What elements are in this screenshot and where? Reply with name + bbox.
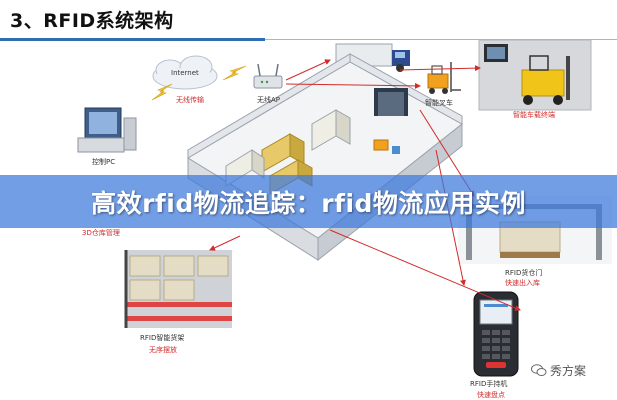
title-underline-thin (265, 39, 617, 40)
watermark: 秀方案 (531, 362, 586, 379)
wechat-icon (531, 364, 547, 376)
mgmt3d-label: 3D仓库管理 (82, 229, 120, 237)
router-icon (253, 63, 283, 89)
wireless-label: 无线传输 (176, 96, 204, 104)
vehicle-terminal-photo (478, 39, 592, 111)
forklift-icon (427, 62, 461, 94)
gate-label: RFID货仓门 (505, 269, 543, 277)
car-terminal-label: 智能车载终端 (513, 111, 555, 119)
rfid-handheld-icon (473, 291, 519, 377)
rfid-shelf-photo (124, 250, 232, 328)
forklift-label: 智能叉车 (425, 99, 453, 107)
cloud-icon (152, 55, 218, 90)
computer-icon (77, 107, 137, 153)
handheld-label: RFID手持机 (470, 380, 508, 388)
connection-arrows (209, 59, 521, 311)
handheld-sub-label: 快速盘点 (477, 391, 505, 399)
ap-label: 无线AP (257, 96, 281, 104)
gate-sub-label: 快速出入库 (505, 279, 540, 287)
watermark-text: 秀方案 (550, 364, 587, 378)
banner-text: 高效rfid物流追踪：rfid物流应用实例 (91, 188, 526, 218)
pc-label: 控制PC (92, 158, 116, 166)
warehouse-wall (187, 53, 351, 159)
shelf-label: RFID智能货架 (140, 334, 185, 342)
lightning-icon (222, 65, 247, 81)
warehouse-gate-icon (374, 88, 408, 116)
title-banner: 高效rfid物流追踪：rfid物流应用实例 (0, 175, 617, 228)
slide-title: 3、RFID系统架构 (10, 10, 174, 32)
shelf-sub-label: 无序摆放 (149, 346, 177, 354)
internet-label: Internet (171, 69, 199, 77)
lightning-icon (151, 83, 173, 101)
title-underline (0, 38, 265, 41)
